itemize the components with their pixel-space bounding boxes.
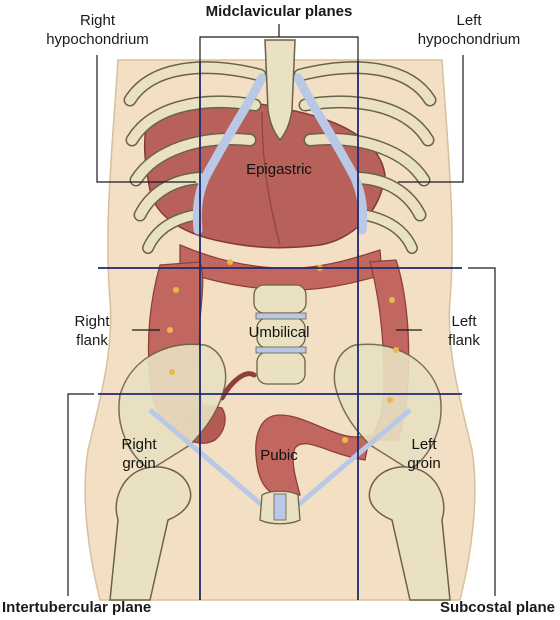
intertubercular-leader	[67, 393, 94, 596]
rib-cage	[123, 61, 437, 254]
epigastric-label: Epigastric	[246, 161, 312, 178]
left-femur	[368, 466, 451, 601]
right-flank-line2: flank	[76, 332, 108, 349]
right-flank-line1: Right	[74, 313, 110, 330]
left-hypochondrium-label: Left hypochondrium	[398, 11, 540, 49]
left-hypochondrium-line2: hypochondrium	[417, 31, 521, 48]
pubic-label: Pubic	[260, 447, 298, 464]
left-flank-line1: Left	[451, 313, 477, 330]
right-inguinal-ligament	[148, 408, 264, 507]
left-flank-line2: flank	[448, 332, 480, 349]
right-hypochondrium-line1: Right	[79, 12, 116, 29]
lumbar-spine	[253, 284, 307, 385]
sigmoid-colon	[255, 414, 371, 496]
right-hypochondrium-leader	[96, 55, 196, 183]
subcostal-plane-label: Subcostal plane	[439, 599, 555, 616]
left-groin-line1: Left	[411, 436, 437, 453]
subcostal-leader	[468, 267, 496, 596]
right-flank-label: Right flank	[52, 312, 132, 350]
sternum	[264, 39, 296, 142]
left-hypochondrium-leader	[398, 55, 464, 183]
left-inguinal-ligament	[296, 408, 412, 507]
right-groin-label: Right groin	[99, 435, 179, 473]
right-femur	[109, 466, 192, 601]
intertubercular-plane-label: Intertubercular plane	[2, 599, 152, 616]
right-iliac-wing	[118, 343, 227, 471]
left-flank-label: Left flank	[424, 312, 504, 350]
umbilical-label: Umbilical	[248, 324, 310, 341]
right-groin-line2: groin	[122, 455, 156, 472]
right-hypochondrium-line2: hypochondrium	[46, 31, 149, 48]
epiploic-appendages	[167, 259, 399, 443]
right-hypochondrium-label: Right hypochondrium	[35, 11, 160, 49]
symphysis-disc	[273, 493, 287, 521]
left-groin-line2: groin	[407, 455, 441, 472]
midclavicular-planes-label: Midclavicular planes	[205, 3, 353, 20]
left-groin-label: Left groin	[384, 435, 464, 473]
region-planes	[98, 62, 462, 600]
left-hypochondrium-line1: Left	[456, 12, 482, 29]
leader-lines	[67, 24, 496, 596]
right-groin-line1: Right	[121, 436, 157, 453]
liver-lobe-line	[261, 111, 281, 246]
